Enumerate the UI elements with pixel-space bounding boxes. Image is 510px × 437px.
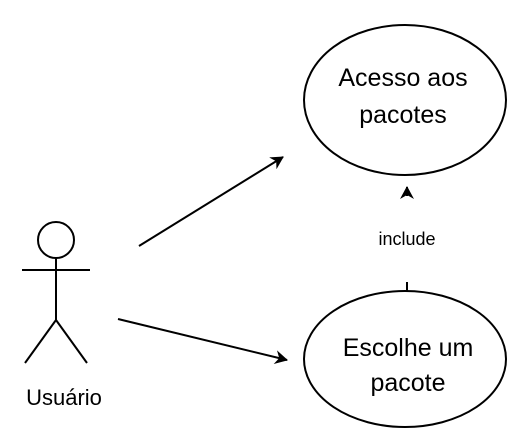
use-case-label-line-2: pacotes [359, 101, 447, 129]
use-case-label-line-1: Acesso aos [338, 64, 467, 92]
include-dependency: include [378, 186, 436, 291]
actor-head [37, 221, 75, 259]
use-case-escolhe-um-pacote: Escolhe um pacote [303, 290, 507, 428]
actor-label: Usuário [26, 385, 102, 410]
use-case-ellipse [303, 290, 507, 428]
association-arrow-to-acesso [138, 156, 284, 247]
include-label: include [378, 229, 435, 249]
use-case-ellipse [303, 24, 507, 176]
association-arrow-to-escolhe [117, 318, 288, 364]
use-case-label-line-2: pacote [370, 369, 445, 397]
use-case-acesso-aos-pacotes: Acesso aos pacotes [303, 24, 507, 176]
actor-left-leg [24, 319, 57, 364]
actor-right-leg [55, 319, 88, 364]
use-case-label-line-1: Escolhe um [343, 334, 474, 362]
actor-figure [22, 221, 90, 364]
